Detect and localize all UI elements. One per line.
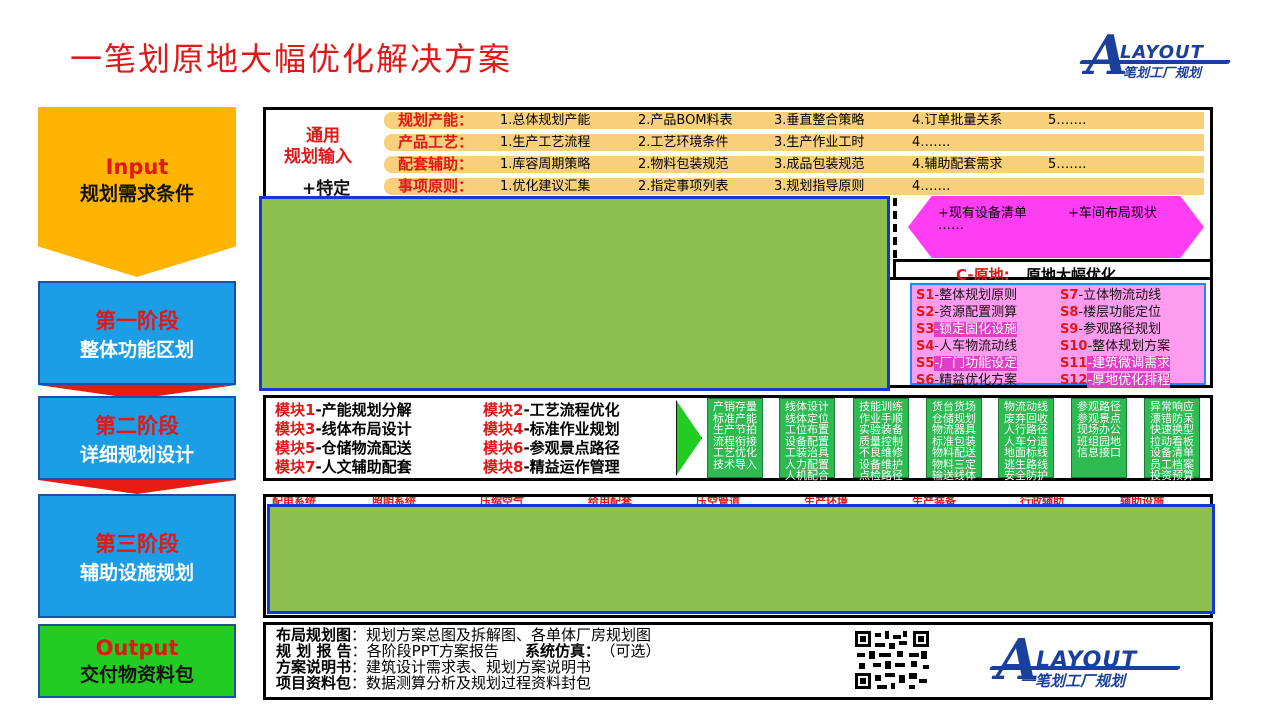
s-item-5: S5-厂门功能设定	[916, 356, 1018, 371]
stage-2: 第二阶段 详细规划设计	[38, 396, 236, 480]
card-4: 货台货场仓储规划物流器具标准包装物料配送物料三定输送线体	[926, 398, 982, 481]
s-item-12: S12-厚地优化排程	[1060, 373, 1171, 388]
stage-output-en: Output	[95, 635, 179, 660]
c-label-prefix: C-原地:	[956, 266, 1010, 284]
c-label-text: 原地大幅优化	[1026, 266, 1117, 284]
stage-1-en: 第一阶段	[95, 308, 179, 333]
input-row-1: 规划产能： 1.总体规划产能 2.产品BOM料表 3.垂直整合策略 4.订单批量…	[384, 112, 1204, 129]
c-label-box: C-原地: 原地大幅优化	[893, 259, 1213, 284]
card-2: 线体设计线体定位工位布置设备配置工装治具人力配置人机配合	[779, 398, 835, 481]
s-item-7: S7-立体物流动线	[1060, 288, 1162, 303]
s-item-3: S3-锁定固化设施	[916, 322, 1018, 337]
qr-code-icon	[853, 629, 931, 691]
card-3: 技能训练作业手顺实验装备质量控制不良维修设备维护点检路径	[853, 398, 909, 481]
stage-3-en: 第三阶段	[95, 531, 179, 556]
stage-1: 第一阶段 整体功能区划	[38, 281, 236, 385]
logo-letter: A	[1086, 23, 1128, 87]
output-line-4: 项目资料包：数据测算分析及规划过程资料封包	[276, 674, 592, 692]
module-8: 模块8-精益运作管理	[483, 458, 620, 476]
module-2: 模块2-工艺流程优化	[483, 401, 620, 419]
stage-1-cn: 整体功能区划	[79, 338, 194, 361]
module-7: 模块7-人文辅助配套	[275, 458, 412, 476]
page-title: 一笔划原地大幅优化解决方案	[70, 40, 513, 78]
module-5: 模块5-仓储物流配送	[275, 439, 412, 457]
s-item-9: S9-参观路径规划	[1060, 322, 1162, 337]
stage-input-cn: 规划需求条件	[79, 182, 194, 205]
stage-output: Output 交付物资料包	[38, 624, 236, 698]
stage-2-cn: 详细规划设计	[79, 443, 194, 466]
dashed-divider	[893, 198, 897, 258]
module-3: 模块3-线体布局设计	[275, 420, 412, 438]
stage-3-cn: 辅助设施规划	[79, 561, 194, 584]
hex-text-3: ……	[938, 218, 964, 233]
output-box	[263, 622, 1213, 700]
stage-3: 第三阶段 辅助设施规划	[38, 494, 236, 618]
module-6: 模块6-参观景点路径	[483, 439, 620, 457]
general-label-1: 通用	[306, 126, 340, 146]
s-items-panel: S1-整体规划原则 S7-立体物流动线 S2-资源配置测算 S8-楼层功能定位 …	[910, 283, 1206, 388]
logo-subtitle: 一笔划工厂规划	[1110, 66, 1202, 81]
general-label-2: 规划输入	[284, 147, 352, 167]
s-item-2: S2-资源配置测算	[916, 305, 1018, 320]
s-item-4: S4-人车物流动线	[916, 339, 1018, 354]
masked-region-2	[267, 504, 1215, 614]
stage-input: Input 规划需求条件	[38, 107, 236, 277]
hex-text-2: +车间布局现状	[1068, 206, 1157, 221]
cut-label-row: 配电系统 照明系统 压缩空气 给用配套 压空管道 生产环境 生产装备 行政辅助 …	[272, 497, 1164, 505]
footer-logo-word: LAYOUT	[1036, 648, 1138, 673]
s-item-6: S6-精益优化方案	[916, 373, 1018, 388]
input-row-3: 配套辅助： 1.库容周期策略 2.物料包装规范 3.成品包装规范 4.辅助配套需…	[384, 156, 1204, 173]
card-5: 物流动线废弃回收人行路径人车分道地面标线逃生路线安全防护	[998, 398, 1054, 481]
input-row-2: 产品工艺： 1.生产工艺流程 2.工艺环境条件 3.生产作业工时 4…….	[384, 134, 1204, 151]
s-item-11: S11-建筑微调需求	[1060, 356, 1171, 371]
module-4: 模块4-标准作业规划	[483, 420, 620, 438]
logo-word: LAYOUT	[1120, 42, 1204, 63]
card-1: 产销存量标准产能生产节拍流程衔接工艺优化技术导入	[707, 398, 763, 478]
s-item-8: S8-楼层功能定位	[1060, 305, 1162, 320]
company-logo: A LAYOUT 一笔划工厂规划	[1078, 28, 1232, 86]
card-6: 参观路径参观景点现场办公班组园地信息接口	[1071, 398, 1127, 478]
stage-input-en: Input	[105, 154, 169, 179]
s-item-1: S1-整体规划原则	[916, 288, 1018, 303]
output-list: 布局规划图：规划方案总图及拆解图、各单体厂房规划图 规 划 报 告：各阶段PPT…	[276, 627, 660, 691]
card-7: 异常响应漂错防呆快速换型拉动看板设备清单员工档案投资预算	[1144, 398, 1200, 481]
stage-2-arrow	[38, 480, 236, 494]
footer-logo-subtitle: 一笔划工厂规划	[1020, 672, 1126, 690]
input-row-4: 事项原则： 1.优化建议汇集 2.指定事项列表 3.规划指导原则 4…….	[384, 178, 1204, 195]
stage-2-en: 第二阶段	[95, 413, 179, 438]
output-line-2: 规 划 报 告：各阶段PPT方案报告系统仿真：（可选）	[276, 642, 661, 660]
module-1: 模块1-产能规划分解	[275, 401, 412, 419]
stage-output-cn: 交付物资料包	[79, 663, 194, 686]
masked-region-1	[259, 196, 890, 391]
hex-existing-conditions: +现有设备清单 +车间布局现状 ……	[908, 196, 1204, 258]
s-item-10: S10-整体规划方案	[1060, 339, 1171, 354]
special-label: +特定	[302, 179, 351, 199]
footer-logo-letter: A	[996, 627, 1040, 693]
hex-text-1: +现有设备清单	[938, 206, 1027, 221]
output-line-3: 方案说明书：建筑设计需求表、规划方案说明书	[276, 658, 592, 676]
footer-logo: A LAYOUT 一笔划工厂规划	[988, 632, 1182, 690]
output-line-1: 布局规划图：规划方案总图及拆解图、各单体厂房规划图	[276, 626, 652, 644]
